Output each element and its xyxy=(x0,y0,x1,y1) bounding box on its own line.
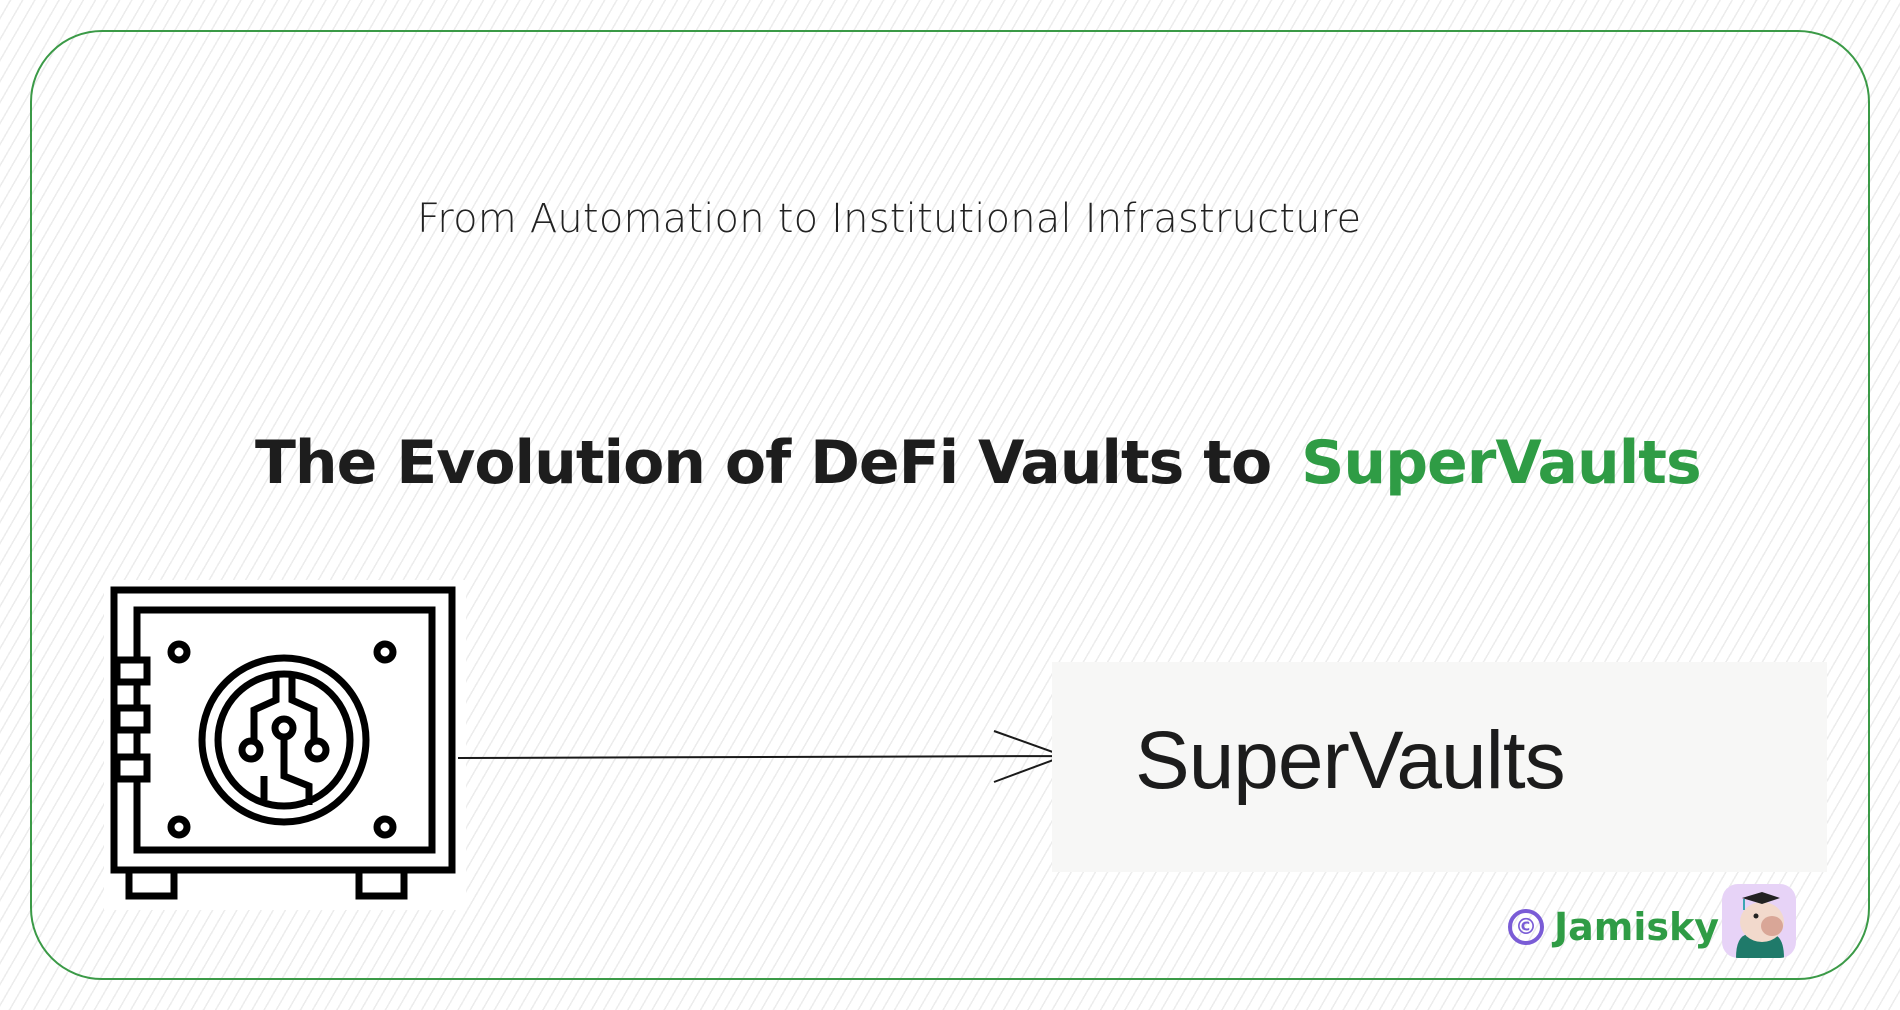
title-main: The Evolution of DeFi Vaults to xyxy=(255,428,1272,498)
capybara-avatar-icon xyxy=(1722,884,1796,958)
subtitle: From Automation to Institutional Infrast… xyxy=(417,196,1362,242)
supervaults-logo-text: SuperVaults xyxy=(1135,715,1566,806)
credit: © Jamisky xyxy=(1508,905,1719,949)
author-name: Jamisky xyxy=(1554,905,1720,949)
digital-vault-icon xyxy=(104,580,466,910)
copyright-icon: © xyxy=(1508,909,1544,945)
page-title: The Evolution of DeFi Vaults to SuperVaul… xyxy=(255,428,1702,498)
supervaults-logo: SuperVaults xyxy=(1052,662,1827,872)
diagram-frame xyxy=(30,30,1870,980)
title-accent: SuperVaults xyxy=(1301,428,1701,498)
